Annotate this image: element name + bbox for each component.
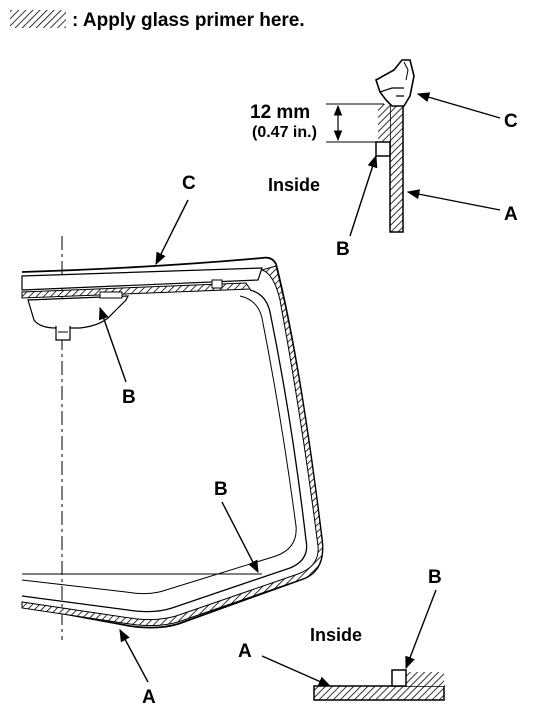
spacer-top — [211, 279, 223, 289]
leader-a-lower — [261, 655, 332, 687]
callout-a-upper: A — [504, 204, 518, 225]
callout-b-top: B — [122, 387, 136, 408]
callout-b-upper: B — [336, 239, 350, 260]
measurement-metric: 12 mm — [250, 102, 311, 123]
windshield-view — [21, 199, 324, 683]
glass-section-lower — [313, 685, 445, 701]
upper-section-detail — [326, 59, 501, 237]
glass-section-upper — [389, 103, 404, 233]
spacer-b-upper — [375, 141, 391, 157]
leader-c-windshield — [155, 199, 189, 266]
molding-c-upper — [375, 59, 415, 107]
primer-zone-lower — [406, 672, 444, 686]
inside-label-upper: Inside — [268, 175, 321, 195]
spacer-b-lower — [391, 669, 407, 687]
mirror-mount — [27, 295, 129, 329]
primer-band-side — [21, 265, 324, 627]
callout-a-windshield: A — [142, 687, 156, 708]
primer-band-top — [21, 282, 251, 299]
leader-c-upper — [416, 92, 501, 119]
callout-b-lower-detail: B — [428, 567, 442, 588]
leader-a-windshield — [119, 628, 149, 683]
primer-zone-upper — [378, 104, 390, 142]
leader-b-upper — [349, 154, 378, 237]
measurement-imperial: (0.47 in.) — [252, 124, 317, 141]
leader-b-top — [99, 306, 127, 383]
callout-b-lower: B — [214, 479, 228, 500]
leader-b-lower-detail — [405, 589, 437, 670]
callout-a-lower: A — [238, 641, 252, 662]
leader-a-upper — [406, 189, 501, 211]
spacer-top-left — [99, 291, 123, 299]
legend-text: : Apply glass primer here. — [72, 10, 305, 31]
lower-section-detail — [261, 589, 445, 701]
callout-c-upper: C — [504, 111, 518, 132]
leader-b-lower — [221, 501, 259, 574]
inside-label-lower: Inside — [310, 625, 363, 645]
callout-c-windshield: C — [182, 173, 196, 194]
hatch-swatch — [10, 10, 66, 28]
